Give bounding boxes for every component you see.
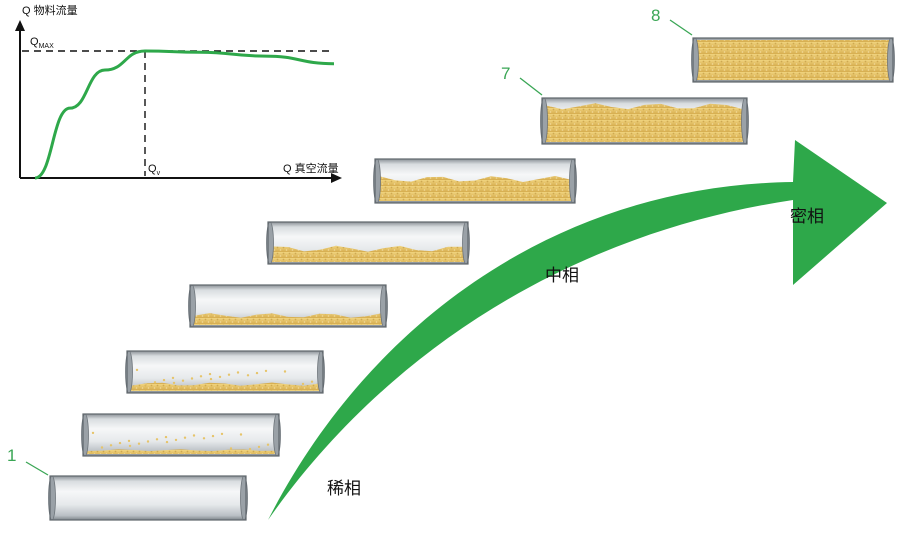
pipe-particle (292, 384, 296, 388)
pipe-particle (172, 381, 176, 385)
qv-main: Q (148, 163, 157, 175)
phase-label-dense: 密相 (790, 207, 824, 226)
phase-label-dilute: 稀相 (327, 479, 361, 498)
qmax-label: QMAX (30, 36, 54, 50)
pipe-particle (165, 440, 169, 444)
pipe-5 (266, 221, 470, 265)
qv-subscript: v (157, 170, 161, 177)
pipe-material-7 (546, 103, 743, 142)
qmax-main: Q (30, 36, 39, 48)
pipe-particle (255, 371, 259, 375)
pipe-2 (81, 413, 281, 457)
pipe-outline-4 (189, 284, 387, 328)
pipe-particle (208, 372, 212, 376)
pipe-particle (128, 444, 132, 448)
pipe-number-7: 7 (501, 64, 511, 83)
pipe-particle (171, 376, 175, 380)
pipe-particle (181, 379, 185, 382)
pipe-6 (373, 158, 577, 204)
flow-graph: Q 物料流量 Q 真空流量 QMAX Qv (15, 3, 342, 183)
pipe-particle (218, 375, 222, 379)
callout-line-1 (25, 461, 49, 476)
pipe-particle (127, 439, 131, 443)
pipe-particle (174, 438, 178, 442)
pipe-particle (144, 383, 148, 386)
pipe-outline-7 (541, 97, 748, 145)
pipe-particle (135, 368, 139, 372)
pipe-1 (48, 475, 248, 521)
pipe-outline-8 (692, 37, 894, 83)
pipe-particle (220, 432, 224, 436)
x-axis-label: Q 真空流量 (283, 161, 339, 175)
pipe-particle (266, 443, 270, 446)
pipe-particle (246, 374, 250, 377)
phase-arrow (268, 140, 887, 520)
pipe-body-1 (50, 476, 246, 520)
pipe-material-8 (697, 40, 889, 80)
pipe-particle (202, 437, 206, 440)
y-axis-arrowhead (15, 20, 25, 31)
pipe-outline-2 (82, 413, 280, 457)
pipe-particle (227, 373, 231, 376)
pipe-particle (164, 435, 168, 439)
pipe-body-2 (83, 414, 279, 456)
pipe-material-2 (87, 449, 275, 454)
pipe-particle (190, 377, 194, 380)
x-axis-arrowhead (331, 173, 342, 183)
pipe-particle (211, 434, 215, 438)
pipe-material-3 (131, 382, 319, 391)
pipe-particle (100, 446, 104, 449)
qv-label: Qv (148, 163, 161, 177)
pipe-8 (691, 37, 895, 83)
pipe-4 (188, 284, 388, 328)
pipe-material-5 (272, 245, 464, 262)
pipe-particle (109, 444, 113, 447)
flow-curve (34, 49, 335, 180)
pipe-7 (540, 97, 749, 145)
pipe-particle (146, 440, 150, 443)
pipe-particle (257, 445, 261, 449)
pipe-stack (48, 37, 895, 521)
pipe-particle (209, 377, 213, 381)
pipe-number-8: 8 (651, 6, 661, 25)
pipe-outline-1 (49, 475, 247, 521)
pipe-outline-3 (126, 350, 324, 394)
pipe-outline-5 (267, 221, 469, 265)
pipe-outline-6 (374, 158, 576, 204)
pipe-particle (310, 380, 314, 383)
callout-line-8 (669, 19, 693, 36)
pipe-particle (283, 370, 287, 373)
pipe-particle (239, 433, 243, 436)
pipe-particle (137, 442, 141, 445)
pipe-particle (199, 375, 203, 378)
pipe-particle (153, 381, 157, 384)
pipe-3 (125, 350, 325, 394)
pipe-material-4 (194, 313, 382, 325)
qmax-subscript: MAX (39, 43, 55, 50)
pipe-particle (192, 434, 196, 437)
pipe-particle (162, 378, 166, 382)
phase-label-medium: 中相 (545, 266, 579, 285)
pipe-number-1: 1 (7, 446, 17, 465)
pipe-particle (273, 384, 277, 387)
pipe-material-6 (379, 176, 571, 201)
pipe-particle (301, 382, 305, 386)
pipe-particle (183, 436, 187, 439)
pipe-particle (155, 438, 159, 441)
pipe-particle (91, 431, 95, 435)
y-axis-label: Q 物料流量 (22, 3, 78, 17)
callout-line-7 (519, 77, 543, 96)
pipe-particle (118, 441, 122, 445)
pipe-particle (236, 371, 240, 374)
pipe-particle (248, 447, 252, 451)
pipe-particle (264, 369, 268, 373)
pipe-particle (229, 447, 233, 450)
